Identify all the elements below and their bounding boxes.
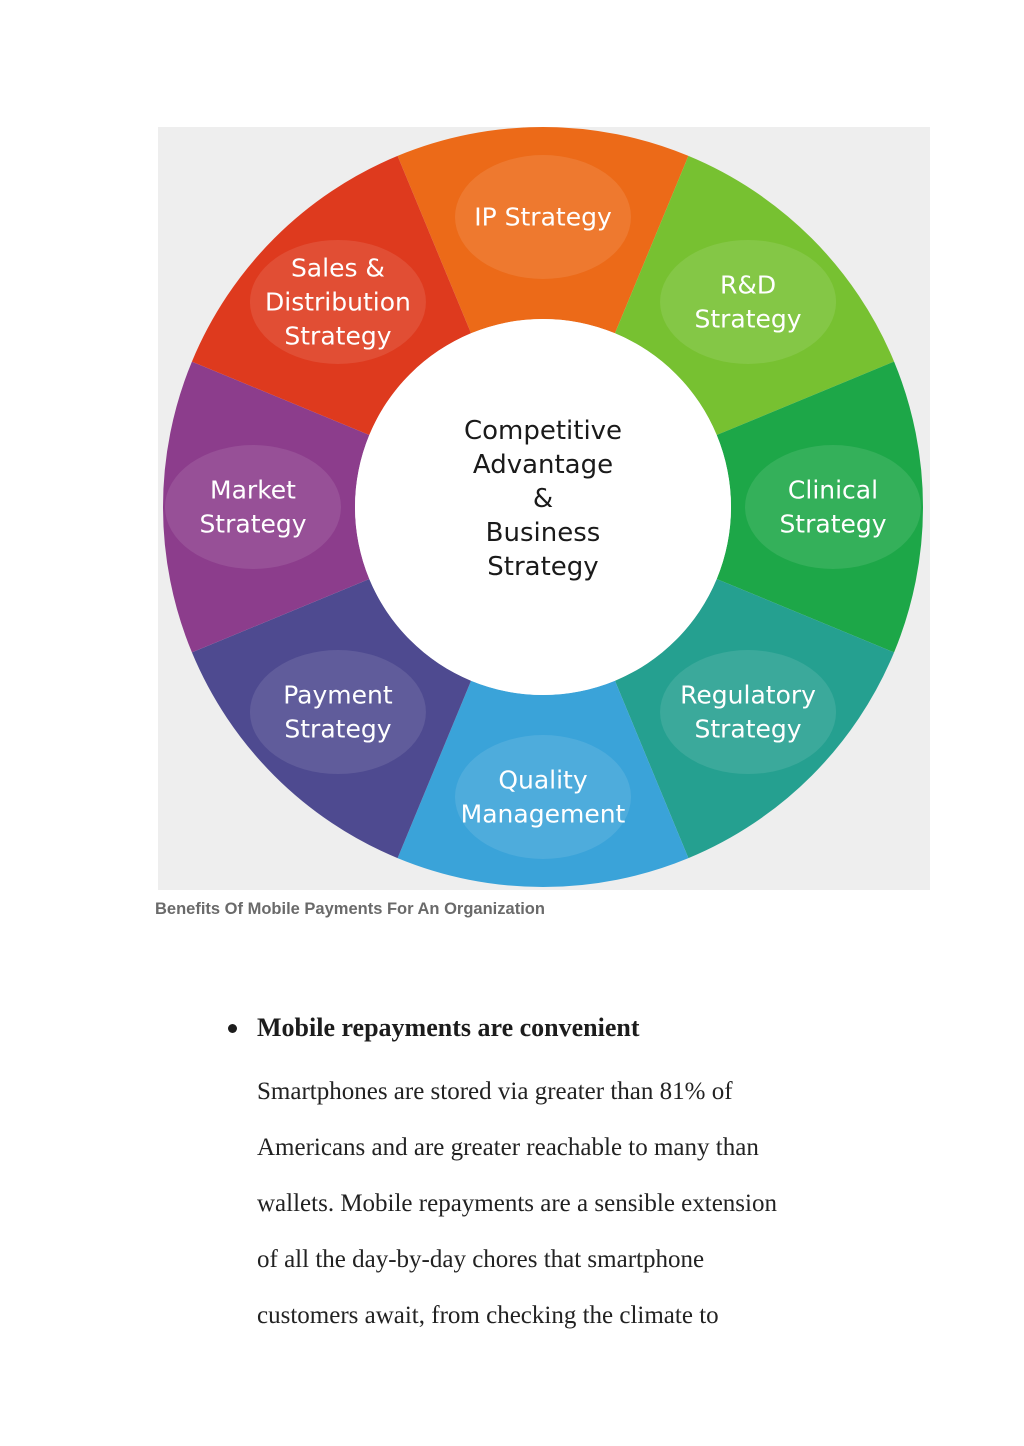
segment-highlight [165,445,341,569]
wheel-segment [191,578,472,859]
figure-caption: Benefits Of Mobile Payments For An Organ… [155,900,545,918]
segment-highlight [660,239,837,364]
wheel-segment [191,155,472,436]
segment-highlight [455,155,631,279]
wheel-segment [614,578,895,859]
wheel-segment [716,361,923,653]
wheel-segment [397,127,689,334]
segment-highlight [249,650,426,775]
center-circle [355,319,731,695]
body-paragraph: Smartphones are stored via greater than … [224,1064,904,1344]
benefit-section: Mobile repayments are convenient Smartph… [224,1008,904,1344]
segment-highlight [745,445,921,569]
segment-highlight [660,650,837,775]
segment-label: IP Strategy [474,203,612,232]
wheel-segment [397,680,689,887]
segment-highlight [455,735,631,859]
segment-highlight [249,239,426,364]
paragraph-line: of all the day-by-day chores that smartp… [257,1246,705,1273]
paragraph-line: Americans and are greater reachable to m… [257,1134,759,1161]
paragraph-line: Smartphones are stored via greater than … [257,1078,733,1105]
paragraph-line: wallets. Mobile repayments are a sensibl… [257,1190,777,1217]
bullet-icon [228,1023,237,1033]
paragraph-line: customers await, from checking the clima… [257,1302,719,1329]
wheel-segment [614,155,895,436]
wheel-segment [163,361,370,653]
heading-text: Mobile repayments are convenient [257,1013,640,1042]
bullet-heading: Mobile repayments are convenient [224,1008,904,1048]
